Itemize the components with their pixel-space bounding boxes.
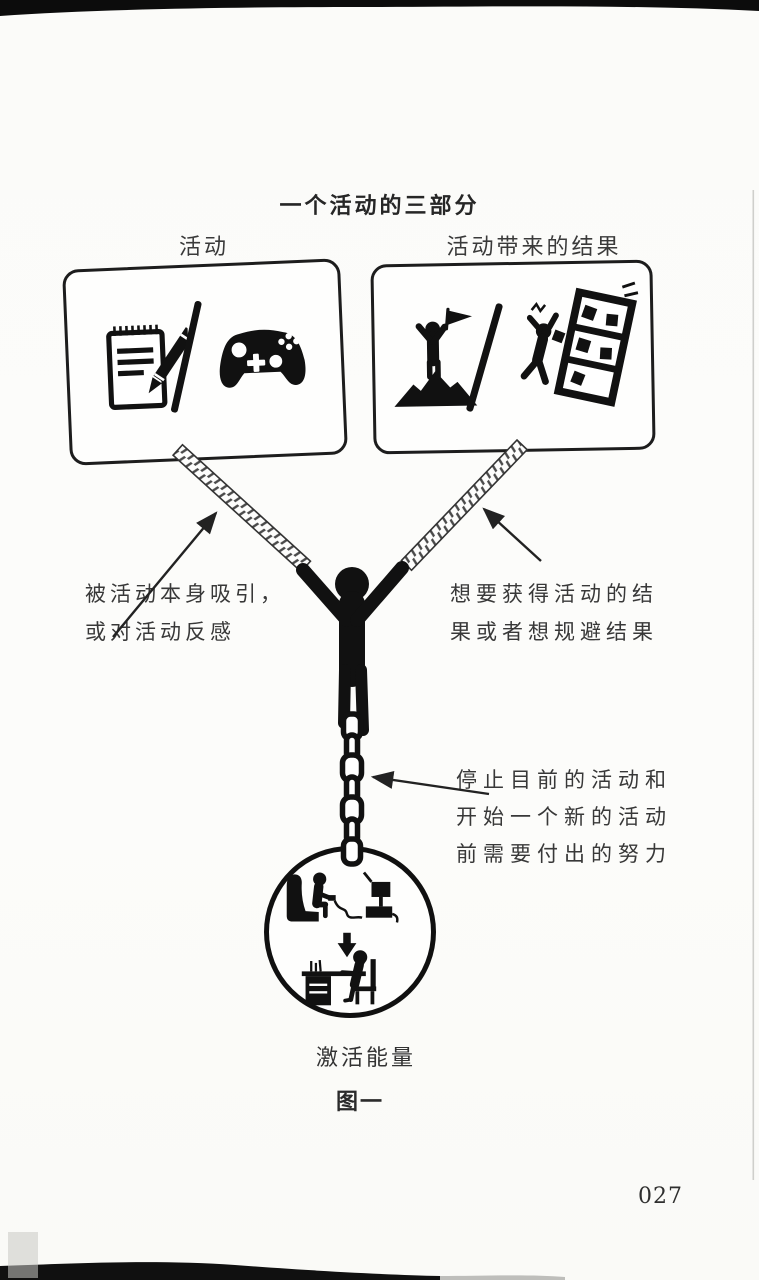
note-line: 开始一个新的活动 xyxy=(456,806,672,829)
page-title: 一个活动的三部分 xyxy=(279,193,480,218)
right-box-label: 活动带来的结果 xyxy=(446,234,622,259)
note-line: 想要获得活动的结 xyxy=(450,583,658,606)
page-edge-line xyxy=(752,190,755,1180)
scan-artifact-bottom xyxy=(0,1262,440,1280)
energy-label: 激活能量 xyxy=(315,1045,416,1070)
right-note-arrow-icon xyxy=(482,507,542,562)
page-number: 027 xyxy=(638,1184,683,1209)
gamepad-icon xyxy=(213,321,312,397)
down-arrow-icon xyxy=(337,932,357,958)
note-line: 或对活动反感 xyxy=(85,621,235,644)
activity-box xyxy=(62,258,348,466)
results-box xyxy=(370,259,656,455)
left-rope-icon xyxy=(171,443,312,573)
summit-flag-icon xyxy=(388,300,482,418)
stick-figure-icon xyxy=(296,561,409,736)
effort-annotation: 停止目前的活动和 开始一个新的活动 前需要付出的努力 xyxy=(456,762,696,873)
figure-caption: 图一 xyxy=(335,1089,384,1114)
scan-artifact-smudge xyxy=(440,1275,565,1280)
right-annotation: 想要获得活动的结 果或者想规避结果 xyxy=(450,576,680,652)
note-line: 果或者想规避结果 xyxy=(450,621,658,644)
chain-icon xyxy=(339,711,365,867)
scan-artifact-left-strip xyxy=(8,1232,38,1278)
desk-study-icon xyxy=(301,950,377,1006)
note-line: 前需要付出的努力 xyxy=(456,843,672,866)
left-box-label: 活动 xyxy=(178,234,229,259)
couch-gaming-icon xyxy=(286,871,399,923)
scan-artifact-top xyxy=(0,0,759,16)
activation-energy-circle xyxy=(264,846,436,1018)
falling-shelf-icon xyxy=(514,279,643,427)
right-rope-icon xyxy=(400,438,529,572)
left-annotation: 被活动本身吸引， 或对活动反感 xyxy=(85,576,310,652)
note-line: 被活动本身吸引， xyxy=(85,583,285,606)
note-line: 停止目前的活动和 xyxy=(456,769,672,792)
notepad-pencil-icon xyxy=(101,316,192,418)
